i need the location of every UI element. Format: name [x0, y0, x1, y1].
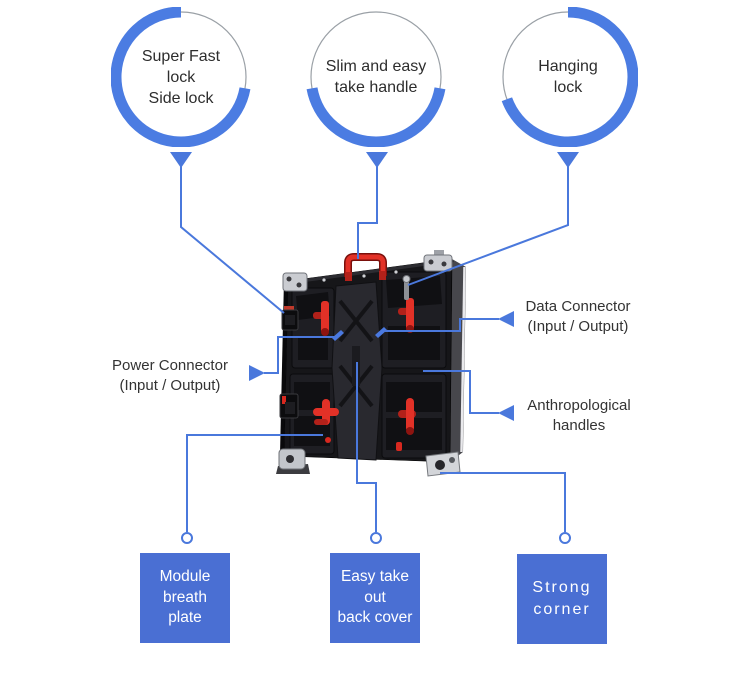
arrow-down-super-fast-lock — [170, 152, 192, 168]
circle-text-line: Hanging — [538, 58, 598, 75]
lock-bottom-left — [313, 399, 339, 425]
circle-label-slim-handle: Slim and easy take handle — [316, 7, 436, 147]
line-super-fast-lock — [180, 166, 285, 314]
box-text-line: Strong — [532, 579, 592, 596]
corner-bracket-top-left — [282, 272, 308, 292]
arrow-down-hanging-lock — [557, 152, 579, 168]
box-text-line: breath — [163, 588, 207, 606]
lock-bottom-right — [398, 398, 416, 435]
circle-text-line: Slim and easy — [325, 58, 427, 75]
line-data-connector — [385, 318, 499, 332]
corner-bracket-top-right — [423, 250, 453, 272]
box-text-line: Easy take — [340, 568, 410, 586]
circle-text-line: lock — [166, 68, 196, 86]
box-text-line: corner — [533, 601, 591, 618]
box-text-line: out — [364, 588, 386, 606]
circle-arc-super-fast-lock — [111, 7, 251, 147]
circle-text-line: take handle — [334, 79, 418, 96]
label-text-line: handles — [552, 417, 606, 434]
label-text-line: Power Connector — [112, 357, 228, 374]
circle-label-hanging-lock: Hanging lock — [508, 7, 628, 147]
highlight-port-right — [375, 327, 387, 338]
side-connector-lower — [279, 393, 299, 419]
label-anthropological-handles: Anthropological handles — [500, 396, 658, 436]
arrow-left-data-connector — [498, 311, 514, 327]
circle-arc-hanging-lock — [501, 7, 638, 147]
endpoint-dot-strong-corner — [559, 532, 571, 544]
corner-foot-bottom-left — [276, 448, 310, 474]
line-easy-take-out — [356, 362, 377, 532]
arrow-down-slim-handle — [366, 152, 388, 168]
line-anthropological-handles — [423, 370, 499, 414]
feature-box-easy-take-out: Easy take out back cover — [330, 553, 420, 643]
label-text-line: (Input / Output) — [119, 377, 221, 394]
line-power-connector — [264, 336, 336, 374]
label-text-line: Data Connector — [525, 298, 631, 315]
highlight-port-left — [332, 330, 344, 341]
circle-text-line: Side lock — [148, 89, 214, 107]
feature-box-module-breath-plate: Module breath plate — [140, 553, 230, 643]
hanging-lock-pin — [402, 275, 411, 300]
circle-label-super-fast-lock: Super Fast lock Side lock — [121, 7, 241, 147]
red-handle — [344, 253, 387, 281]
label-text-line: (Input / Output) — [527, 318, 629, 335]
misc-details — [322, 270, 402, 451]
feature-box-strong-corner: Strong corner — [517, 554, 607, 644]
endpoint-dot-easy-take-out — [370, 532, 382, 544]
box-text-line: back cover — [337, 609, 413, 627]
corner-foot-bottom-right — [425, 451, 461, 477]
arrow-left-anthropological-handles — [498, 405, 514, 421]
circle-text-line: Super Fast — [141, 47, 221, 65]
feature-callout-slim-handle: Slim and easy take handle — [306, 7, 446, 147]
line-strong-corner — [440, 472, 566, 532]
line-slim-handle — [357, 166, 378, 259]
label-data-connector: Data Connector (Input / Output) — [498, 297, 658, 337]
label-text-line: Anthropological — [527, 397, 631, 414]
circle-text-line: lock — [553, 79, 583, 96]
circle-arc-slim-handle — [306, 11, 446, 147]
line-module-breath-plate — [186, 434, 323, 532]
endpoint-dot-module-breath-plate — [181, 532, 193, 544]
box-text-line: plate — [168, 609, 202, 627]
box-text-line: Module — [159, 568, 211, 586]
line-hanging-lock — [407, 166, 569, 286]
feature-callout-hanging-lock: Hanging lock — [498, 7, 638, 147]
lock-top-left — [313, 301, 329, 336]
label-power-connector: Power Connector (Input / Output) — [92, 356, 248, 396]
arrow-right-power-connector — [249, 365, 265, 381]
power-connector-port — [281, 306, 299, 331]
feature-callout-super-fast-lock: Super Fast lock Side lock — [111, 7, 251, 147]
